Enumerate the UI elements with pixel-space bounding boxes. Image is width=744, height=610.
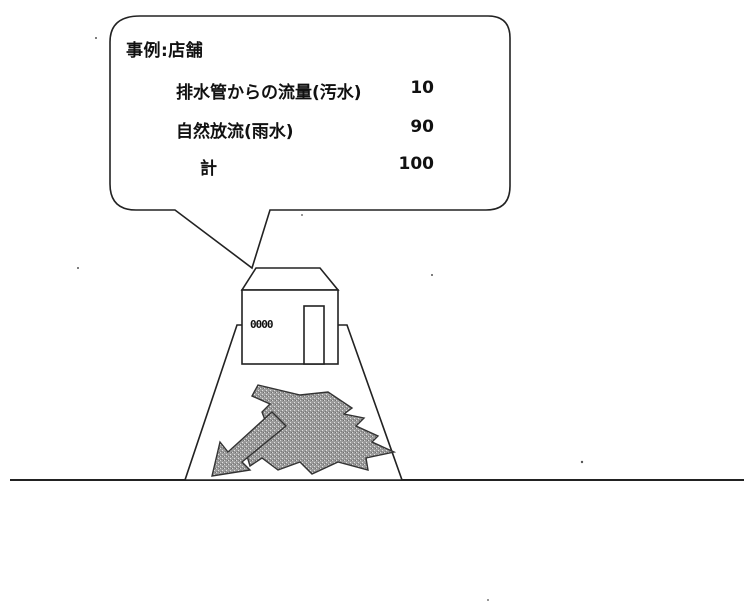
building-windows: 0000 <box>250 318 273 331</box>
speck <box>95 37 97 39</box>
row-value-total: 100 <box>398 154 435 174</box>
speck <box>431 274 433 276</box>
row-label-rain: 自然放流(雨水) <box>176 122 294 142</box>
speck <box>77 267 79 269</box>
row-label-sewage: 排水管からの流量(汚水) <box>176 83 362 103</box>
building-door <box>303 305 325 365</box>
row-value-rain: 90 <box>410 117 434 137</box>
speck <box>487 599 489 601</box>
speech-bubble <box>109 15 511 270</box>
speck <box>301 214 303 216</box>
row-value-sewage: 10 <box>410 78 434 98</box>
bubble-title: 事例:店舗 <box>126 41 204 61</box>
row-label-total: 計 <box>200 159 217 179</box>
flow-arrow <box>211 411 288 477</box>
building-roof <box>240 267 340 291</box>
speck <box>580 460 584 464</box>
